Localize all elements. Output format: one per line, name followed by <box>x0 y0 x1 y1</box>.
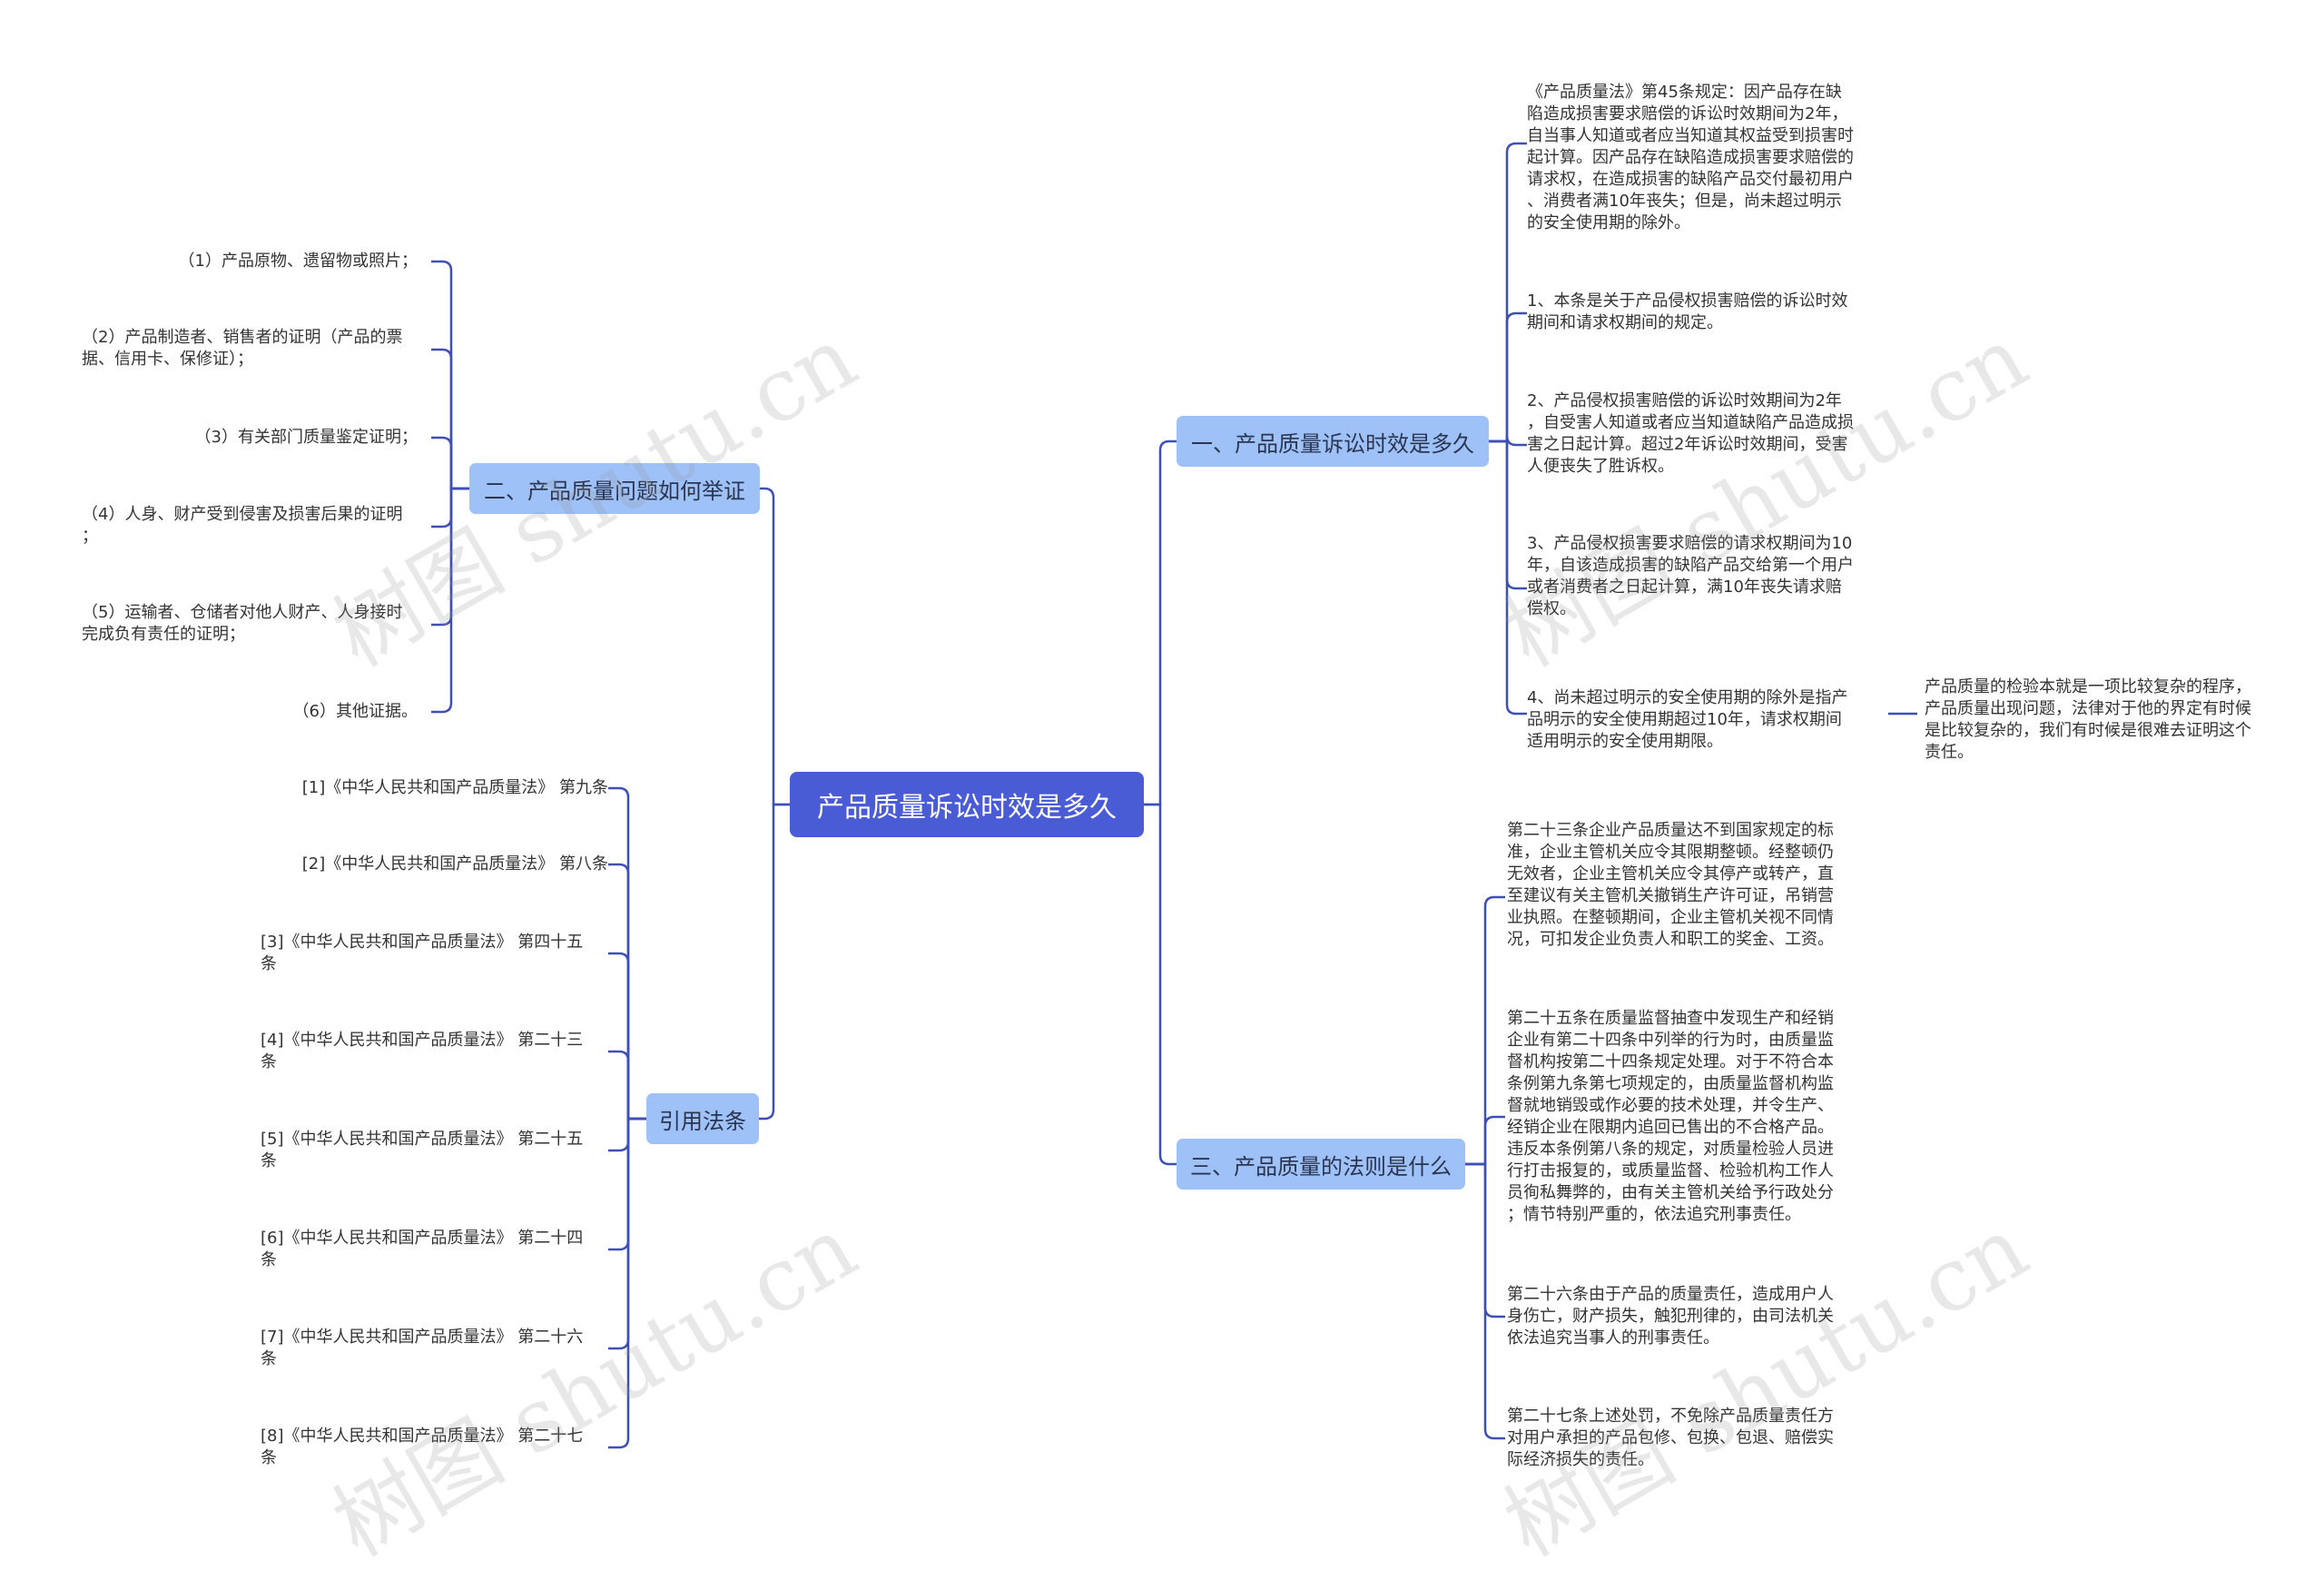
link-b2-1 <box>431 260 469 490</box>
leaf-b3-1: 第二十三条企业产品质量达不到国家规定的标 准，企业主管机关应令其限期整顿。经整顿… <box>1507 821 1834 949</box>
link-b4-1 <box>608 786 646 1121</box>
link-b3-1 <box>1465 895 1505 1166</box>
link-b4-4 <box>608 1050 646 1121</box>
branch-label: 二、产品质量问题如何举证 <box>484 478 745 504</box>
link-root-b3 <box>1144 803 1177 1166</box>
leaf-b4-7: [7]《中华人民共和国产品质量法》 第二十六 条 <box>261 1328 584 1368</box>
leaf-b2-5: （5）运输者、仓储者对他人财产、人身接时 完成负有责任的证明； <box>82 603 403 644</box>
branch-how-to-prove[interactable]: 二、产品质量问题如何举证 <box>469 463 760 514</box>
leaf-b1-4: 3、产品侵权损害要求赔偿的请求权期间为10 年，自该造成损害的缺陷产品交给第一个… <box>1527 534 1854 618</box>
leaf-b4-6: [6]《中华人民共和国产品质量法》 第二十四 条 <box>261 1229 584 1269</box>
link-b2-2 <box>431 348 469 490</box>
leaf-b2-3: （3）有关部门质量鉴定证明； <box>194 428 418 447</box>
leaf-b4-3: [3]《中华人民共和国产品质量法》 第四十五 条 <box>261 933 584 973</box>
root-topic-label: 产品质量诉讼时效是多久 <box>817 792 1117 824</box>
branch-label: 引用法条 <box>659 1108 746 1134</box>
link-b1-2 <box>1489 311 1527 443</box>
link-b1-3 <box>1489 435 1527 447</box>
leaf-b3-3: 第二十六条由于产品的质量责任，造成用户人 身伤亡，财产损失，触犯刑律的，由司法机… <box>1507 1285 1834 1348</box>
leaf-b3-4: 第二十七条上述处罚，不免除产品质量责任方 对用户承担的产品包修、包换、包退、赔偿… <box>1507 1407 1834 1469</box>
leaf-b1-1: 《产品质量法》第45条规定：因产品存在缺 陷造成损害要求赔偿的诉讼时效期间为2年… <box>1527 83 1854 232</box>
leaf-b1-5: 4、尚未超过明示的安全使用期的除外是指产 品明示的安全使用期超过10年，请求权期… <box>1527 688 1848 751</box>
link-b1-5 <box>1489 439 1527 716</box>
leaf-b2-1: （1）产品原物、遗留物或照片； <box>178 252 418 271</box>
branch-quality-rules[interactable]: 三、产品质量的法则是什么 <box>1177 1139 1465 1190</box>
leaf-b2-6: （6）其他证据。 <box>292 702 418 721</box>
link-root-b2 <box>760 487 790 806</box>
leaf-b1-3: 2、产品侵权损害赔偿的诉讼时效期间为2年 ，自受害人知道或者应当知道缺陷产品造成… <box>1527 391 1854 476</box>
leaf-b4-1: [1]《中华人民共和国产品质量法》 第九条 <box>301 778 608 797</box>
leaf-b4-2: [2]《中华人民共和国产品质量法》 第八条 <box>301 854 608 874</box>
branch-label: 三、产品质量的法则是什么 <box>1190 1153 1452 1180</box>
link-b3-4 <box>1465 1162 1505 1440</box>
link-b4-3 <box>608 952 646 1121</box>
link-root-b1 <box>1144 439 1177 806</box>
leaf-b1-5-note: 产品质量的检验本就是一项比较复杂的程序， 产品质量出现问题，法律对于他的界定有时… <box>1925 677 2251 762</box>
branch-cited-laws[interactable]: 引用法条 <box>646 1093 759 1144</box>
branch-statute-of-limitations[interactable]: 一、产品质量诉讼时效是多久 <box>1177 416 1489 467</box>
link-b2-3 <box>431 436 469 490</box>
link-root-b4 <box>759 803 790 1121</box>
link-b3-2 <box>1465 1115 1505 1166</box>
root-topic[interactable]: 产品质量诉讼时效是多久 <box>790 772 1144 837</box>
leaf-b2-2: （2）产品制造者、销售者的证明（产品的票 据、信用卡、保修证）； <box>82 328 403 369</box>
link-b4-2 <box>608 863 646 1121</box>
connector-lines <box>431 142 1917 1449</box>
leaf-b2-4: （4）人身、财产受到侵害及损害后果的证明 ； <box>82 505 403 546</box>
leaf-b4-5: [5]《中华人民共和国产品质量法》 第二十五 条 <box>261 1130 584 1170</box>
link-b2-6 <box>431 487 469 714</box>
link-b4-8 <box>608 1117 646 1449</box>
link-b1-1 <box>1489 142 1527 443</box>
leaf-b4-4: [4]《中华人民共和国产品质量法》 第二十三 条 <box>261 1031 584 1071</box>
leaf-b1-2: 1、本条是关于产品侵权损害赔偿的诉讼时效 期间和请求权期间的规定。 <box>1527 291 1848 332</box>
leaf-b3-2: 第二十五条在质量监督抽查中发现生产和经销 企业有第二十四条中列举的行为时，由质量… <box>1507 1009 1834 1224</box>
leaf-b4-8: [8]《中华人民共和国产品质量法》 第二十七 条 <box>261 1427 584 1467</box>
branch-label: 一、产品质量诉讼时效是多久 <box>1191 430 1474 457</box>
